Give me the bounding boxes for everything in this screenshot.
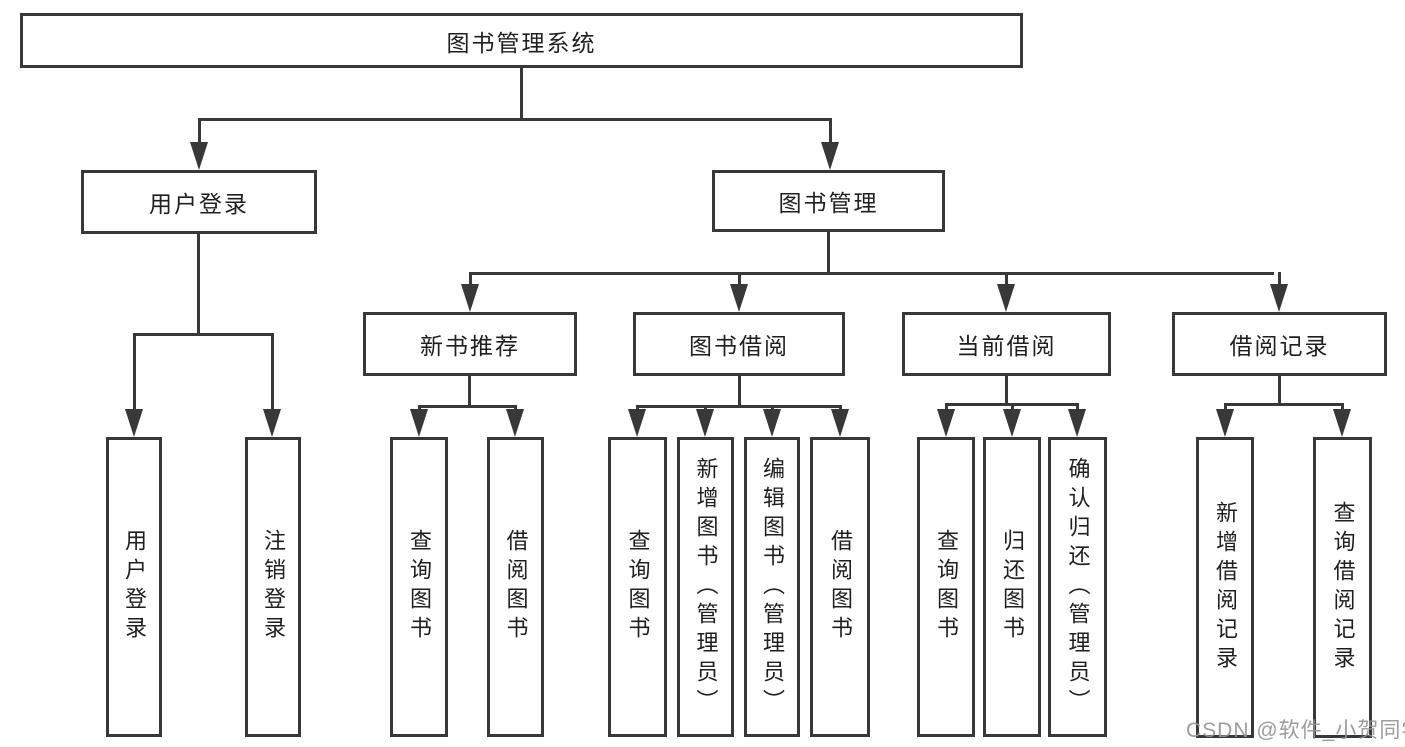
node-query-books-recommend: 查询图书 bbox=[390, 437, 448, 737]
node-label: 当前借阅 bbox=[956, 333, 1057, 359]
connector-vertical bbox=[469, 272, 472, 286]
arrowhead-down-icon bbox=[831, 409, 849, 437]
node-user-login: 用户登录 bbox=[81, 170, 317, 234]
node-label: 图书管理 bbox=[778, 190, 879, 216]
arrowhead-down-icon bbox=[125, 409, 143, 437]
node-label: 借阅记录 bbox=[1229, 333, 1330, 359]
node-label: 借阅图书 bbox=[503, 529, 529, 645]
arrowhead-down-icon bbox=[696, 409, 714, 437]
node-label: 新书推荐 bbox=[420, 333, 520, 359]
node-new-book-recommend: 新书推荐 bbox=[363, 312, 577, 376]
arrowhead-down-icon bbox=[997, 284, 1015, 312]
connector-vertical bbox=[945, 403, 948, 413]
connector-horizontal bbox=[198, 118, 832, 121]
node-label: 查询借阅记录 bbox=[1330, 500, 1356, 675]
connector-vertical bbox=[738, 272, 741, 286]
node-label: 新增图书（管理员） bbox=[693, 456, 719, 718]
node-label: 用户登录 bbox=[122, 529, 147, 645]
node-label: 归还图书 bbox=[1000, 529, 1025, 645]
arrowhead-down-icon bbox=[410, 409, 428, 437]
connector-vertical bbox=[468, 376, 471, 405]
node-edit-books-admin: 编辑图书（管理员） bbox=[744, 437, 800, 737]
node-label: 编辑图书（管理员） bbox=[760, 456, 785, 718]
node-add-borrow-record: 新增借阅记录 bbox=[1196, 437, 1254, 738]
node-label: 确认归还（管理员） bbox=[1065, 456, 1091, 718]
node-borrowing-records: 借阅记录 bbox=[1172, 312, 1387, 376]
connector-horizontal bbox=[133, 333, 274, 336]
connector-vertical bbox=[1341, 403, 1344, 413]
connector-vertical bbox=[198, 118, 201, 146]
node-label: 借阅图书 bbox=[828, 529, 853, 645]
node-add-books-admin: 新增图书（管理员） bbox=[677, 437, 734, 737]
node-query-books-borrowing: 查询图书 bbox=[608, 437, 667, 737]
node-book-management: 图书管理 bbox=[712, 170, 945, 232]
connector-vertical bbox=[1076, 403, 1079, 413]
node-label: 图书借阅 bbox=[689, 333, 789, 359]
connector-vertical bbox=[1278, 272, 1281, 286]
connector-vertical bbox=[829, 118, 832, 146]
connector-vertical bbox=[271, 333, 274, 409]
connector-horizontal bbox=[636, 405, 842, 408]
arrowhead-down-icon bbox=[730, 284, 748, 312]
arrowhead-down-icon bbox=[821, 142, 839, 170]
node-return-books: 归还图书 bbox=[983, 437, 1041, 737]
node-book-borrowing: 图书借阅 bbox=[633, 312, 845, 376]
arrowhead-down-icon bbox=[1003, 409, 1021, 437]
connector-vertical bbox=[520, 68, 523, 118]
arrowhead-down-icon bbox=[506, 409, 524, 437]
node-label: 查询图书 bbox=[625, 529, 651, 645]
connector-vertical bbox=[738, 376, 741, 405]
node-user-login-leaf: 用户登录 bbox=[106, 437, 162, 737]
arrowhead-down-icon bbox=[763, 409, 781, 437]
connector-vertical bbox=[1224, 403, 1227, 413]
node-label: 用户登录 bbox=[149, 191, 249, 217]
connector-vertical bbox=[1005, 376, 1008, 403]
node-label: 查询图书 bbox=[407, 529, 432, 645]
node-label: 查询图书 bbox=[934, 529, 959, 645]
arrowhead-down-icon bbox=[628, 409, 646, 437]
connector-vertical bbox=[1278, 376, 1281, 403]
connector-vertical bbox=[133, 333, 136, 409]
arrowhead-down-icon bbox=[1068, 409, 1086, 437]
node-query-books-current: 查询图书 bbox=[917, 437, 975, 737]
node-confirm-return-admin: 确认归还（管理员） bbox=[1048, 437, 1107, 737]
arrowhead-down-icon bbox=[263, 409, 281, 437]
arrowhead-down-icon bbox=[190, 142, 208, 170]
csdn-watermark: CSDN @软件_小贺同学 bbox=[1186, 719, 1405, 742]
node-library-management-system: 图书管理系统 bbox=[20, 13, 1023, 68]
connector-vertical bbox=[1005, 272, 1008, 286]
connector-horizontal bbox=[1224, 403, 1344, 406]
connector-horizontal bbox=[418, 405, 517, 408]
node-logout-leaf: 注销登录 bbox=[245, 437, 301, 737]
node-label: 注销登录 bbox=[261, 529, 286, 645]
arrowhead-down-icon bbox=[1216, 409, 1234, 437]
arrowhead-down-icon bbox=[1270, 284, 1288, 312]
connector-vertical bbox=[827, 232, 830, 272]
node-current-borrowing: 当前借阅 bbox=[902, 312, 1111, 376]
arrowhead-down-icon bbox=[937, 409, 955, 437]
arrowhead-down-icon bbox=[1333, 409, 1351, 437]
connector-horizontal bbox=[469, 272, 1274, 275]
node-query-borrow-record: 查询借阅记录 bbox=[1313, 437, 1372, 738]
node-label: 图书管理系统 bbox=[446, 29, 597, 56]
arrowhead-down-icon bbox=[461, 284, 479, 312]
node-borrow-books-leaf: 借阅图书 bbox=[810, 437, 870, 737]
node-borrow-books-recommend: 借阅图书 bbox=[487, 437, 544, 737]
connector-vertical bbox=[1011, 403, 1014, 413]
node-label: 新增借阅记录 bbox=[1213, 500, 1238, 675]
connector-vertical bbox=[197, 234, 200, 333]
